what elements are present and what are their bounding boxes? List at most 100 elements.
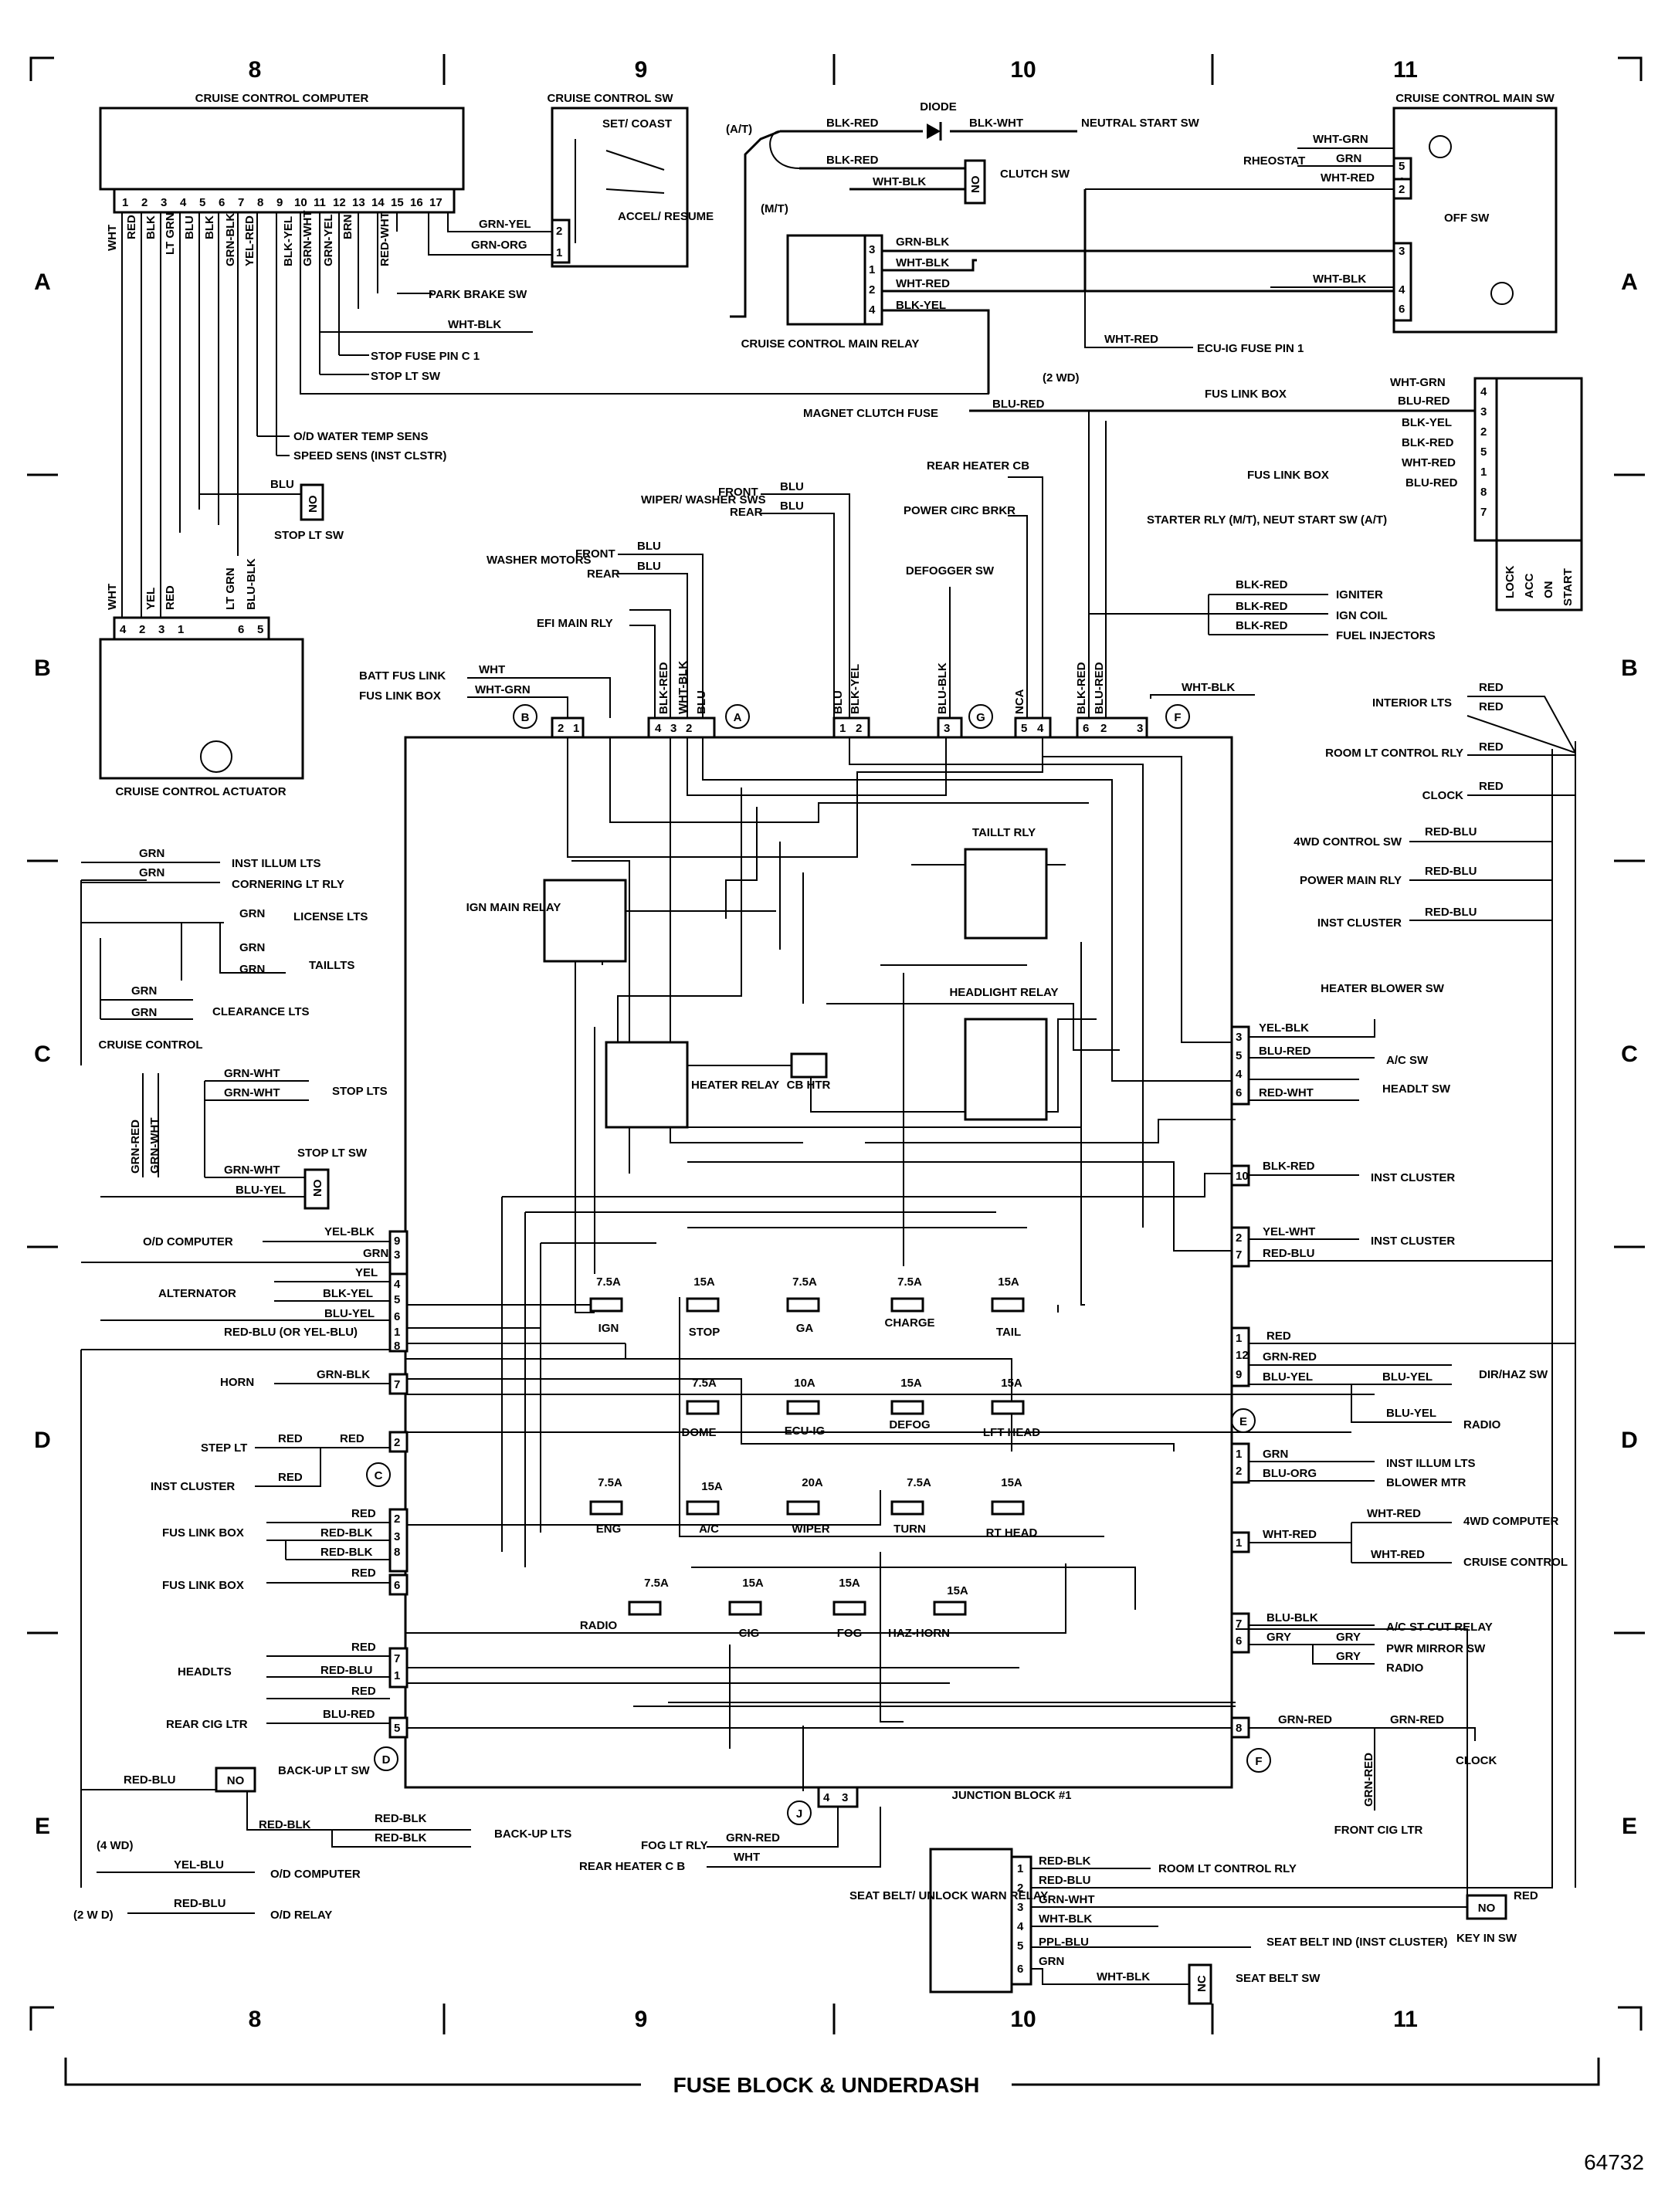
grn-red-cc-label: GRN-RED bbox=[129, 1120, 142, 1174]
headlts-label: HEADLTS bbox=[178, 1665, 232, 1678]
col-label-10: 10 bbox=[1010, 57, 1036, 83]
blu-stop-label: BLU bbox=[270, 478, 294, 491]
backup-area: RED-BLU NO BACK-UP LT SW RED-BLK RED-BLK… bbox=[73, 1350, 571, 1922]
blu-red-right-label: BLU-RED bbox=[1093, 662, 1106, 714]
svg-text:2: 2 bbox=[1480, 425, 1487, 439]
rear-wiper-label: REAR bbox=[730, 506, 763, 519]
svg-text:4: 4 bbox=[1017, 1920, 1024, 1933]
svg-text:11: 11 bbox=[314, 196, 326, 209]
backup-no-label: NO bbox=[227, 1774, 245, 1787]
svg-text:6: 6 bbox=[1083, 722, 1089, 735]
svg-text:START: START bbox=[1561, 568, 1575, 606]
yel-wht-ic-label: YEL-WHT bbox=[1263, 1225, 1315, 1238]
row-label-a: A bbox=[34, 269, 51, 295]
cruise-actuator-area: BLU NO STOP LT SW WHT YEL RED LT GRN BLU… bbox=[99, 478, 344, 798]
fuse-charge: 7.5A CHARGE bbox=[884, 1275, 934, 1330]
inst-illum-label: INST ILLUM LTS bbox=[232, 857, 321, 870]
washer-motors-label: WASHER MOTORS bbox=[487, 554, 592, 567]
seat-belt-ind-label: SEAT BELT IND (INST CLUSTER) bbox=[1266, 1936, 1447, 1949]
svg-text:GRN-WHT: GRN-WHT bbox=[301, 211, 314, 266]
off-sw-label: OFF SW bbox=[1444, 212, 1490, 225]
ignition-switch-area: (2 WD) MAGNET CLUTCH FUSE BLU-RED FUS LI… bbox=[803, 371, 1583, 611]
cruise-control-main-relay: 3 1 2 4 CRUISE CONTROL MAIN RELAY GRN-BL… bbox=[741, 189, 1402, 394]
grn-red-dir-label: GRN-RED bbox=[1263, 1350, 1317, 1363]
grn-red-clock-label: GRN-RED bbox=[1278, 1713, 1332, 1726]
rear-washer-label: REAR bbox=[587, 567, 620, 581]
svg-text:BLU-BLK: BLU-BLK bbox=[245, 558, 258, 610]
grn-red-clock2-label: GRN-RED bbox=[1390, 1713, 1444, 1726]
col-label-10-bottom: 10 bbox=[1010, 2007, 1036, 2032]
svg-text:6: 6 bbox=[394, 1579, 400, 1592]
interior-lts-label: INTERIOR LTS bbox=[1372, 696, 1452, 710]
starter-rly-label: STARTER RLY (M/T), NEUT START SW (A/T) bbox=[1147, 513, 1387, 527]
svg-text:10A: 10A bbox=[794, 1377, 815, 1390]
svg-text:ECU-IG: ECU-IG bbox=[785, 1424, 826, 1438]
svg-text:2: 2 bbox=[141, 196, 147, 209]
step-lt-label: STEP LT bbox=[201, 1441, 247, 1455]
yel-blk-od-label: YEL-BLK bbox=[324, 1225, 375, 1238]
fus-link-box-1: FUS LINK BOX bbox=[1205, 388, 1287, 401]
batt-fus-label: BATT FUS LINK bbox=[359, 669, 446, 683]
svg-text:15A: 15A bbox=[693, 1275, 715, 1289]
svg-text:12: 12 bbox=[333, 196, 346, 209]
cruise-control-main-switch: CRUISE CONTROL MAIN SW 51 346 2 OFF SW R… bbox=[1084, 92, 1558, 355]
grn-lic-label: GRN bbox=[239, 907, 265, 920]
grn-sb-label: GRN bbox=[1039, 1955, 1064, 1968]
fus-link-box-5: FUS LINK BOX bbox=[162, 1579, 244, 1592]
inst-cluster-left-label: INST CLUSTER bbox=[151, 1480, 235, 1493]
right-side-area: INTERIOR LTS RED RED ROOM LT CONTROL RLY… bbox=[1249, 681, 1576, 1888]
wht-blk-label: WHT-BLK bbox=[448, 318, 501, 331]
svg-text:2: 2 bbox=[139, 623, 145, 636]
svg-text:2: 2 bbox=[394, 1436, 400, 1449]
wht-red-ign-label: WHT-RED bbox=[1402, 456, 1456, 469]
svg-text:8: 8 bbox=[1236, 1722, 1242, 1735]
row-label-a-right: A bbox=[1621, 269, 1638, 295]
svg-text:TAIL: TAIL bbox=[996, 1326, 1021, 1339]
license-label: LICENSE LTS bbox=[293, 910, 368, 923]
fuse-stop: 15A STOP bbox=[686, 1275, 720, 1339]
svg-text:2: 2 bbox=[686, 722, 692, 735]
fog-lt-rly-label: FOG LT RLY bbox=[641, 1839, 708, 1852]
fuse-radio: 7.5A RADIO bbox=[580, 1577, 669, 1632]
svg-text:RED: RED bbox=[125, 215, 138, 239]
blu-red-ac-label: BLU-RED bbox=[1259, 1045, 1311, 1058]
cruise-control-rt-label: CRUISE CONTROL bbox=[1463, 1556, 1568, 1569]
grn-tail-2-label: GRN bbox=[239, 963, 265, 976]
svg-text:7.5A: 7.5A bbox=[596, 1275, 621, 1289]
rheostat-label: RHEOSTAT bbox=[1243, 154, 1305, 168]
fuse-ac: 15A A/C bbox=[686, 1480, 723, 1536]
grn-clr-1-label: GRN bbox=[131, 984, 157, 998]
power-circ-label: POWER CIRC BRKR bbox=[904, 504, 1016, 517]
fuse-fog: 15A FOG bbox=[832, 1577, 866, 1640]
svg-text:LT GRN: LT GRN bbox=[164, 212, 177, 255]
red-clock-label: RED bbox=[1479, 780, 1504, 793]
heater-relay-label: HEATER RELAY bbox=[691, 1079, 779, 1092]
svg-text:7.5A: 7.5A bbox=[598, 1476, 622, 1489]
red-room-label: RED bbox=[1479, 740, 1504, 754]
grn-clr-2-label: GRN bbox=[131, 1006, 157, 1019]
svg-text:1: 1 bbox=[122, 196, 128, 209]
svg-text:4: 4 bbox=[180, 196, 187, 209]
svg-text:CHARGE: CHARGE bbox=[884, 1316, 934, 1330]
fuse-ign: 7.5A IGN bbox=[589, 1275, 623, 1335]
cruise-control-switch: CRUISE CONTROL SW 2 1 SET/ COAST ACCEL/ … bbox=[428, 92, 714, 268]
junction-block-label: JUNCTION BLOCK #1 bbox=[951, 1789, 1071, 1802]
heater-power-area: REAR HEATER CB POWER CIRC BRKR DEFOGGER … bbox=[832, 411, 1436, 718]
red-blu-ic-label: RED-BLU bbox=[1425, 906, 1477, 919]
red-blu-or-label: RED-BLU (OR YEL-BLU) bbox=[224, 1326, 358, 1339]
clock-rt-label: CLOCK bbox=[1456, 1754, 1497, 1767]
svg-text:BLK: BLK bbox=[144, 215, 158, 239]
fus-link-box-2: FUS LINK BOX bbox=[1247, 469, 1329, 482]
wht-blk-efi-label: WHT-BLK bbox=[676, 661, 690, 714]
set-coast-label: SET/ COAST bbox=[602, 117, 672, 130]
grn-wht-stop-2-label: GRN-WHT bbox=[224, 1086, 280, 1099]
red-blk-backup-2-label: RED-BLK bbox=[375, 1812, 427, 1825]
bottom-center-area: FOG LT RLY GRN-RED REAR HEATER C B WHT bbox=[579, 1807, 881, 1873]
conn-h: G bbox=[976, 711, 985, 724]
grn-tail-1-label: GRN bbox=[239, 941, 265, 954]
wiper-washer-area: WIPER/ WASHER SWS FRONT REAR BLU BLU WAS… bbox=[359, 480, 850, 718]
wht-red-4wd-label: WHT-RED bbox=[1263, 1528, 1317, 1541]
front-wiper-label: FRONT bbox=[718, 486, 758, 499]
svg-text:3: 3 bbox=[394, 1530, 400, 1543]
